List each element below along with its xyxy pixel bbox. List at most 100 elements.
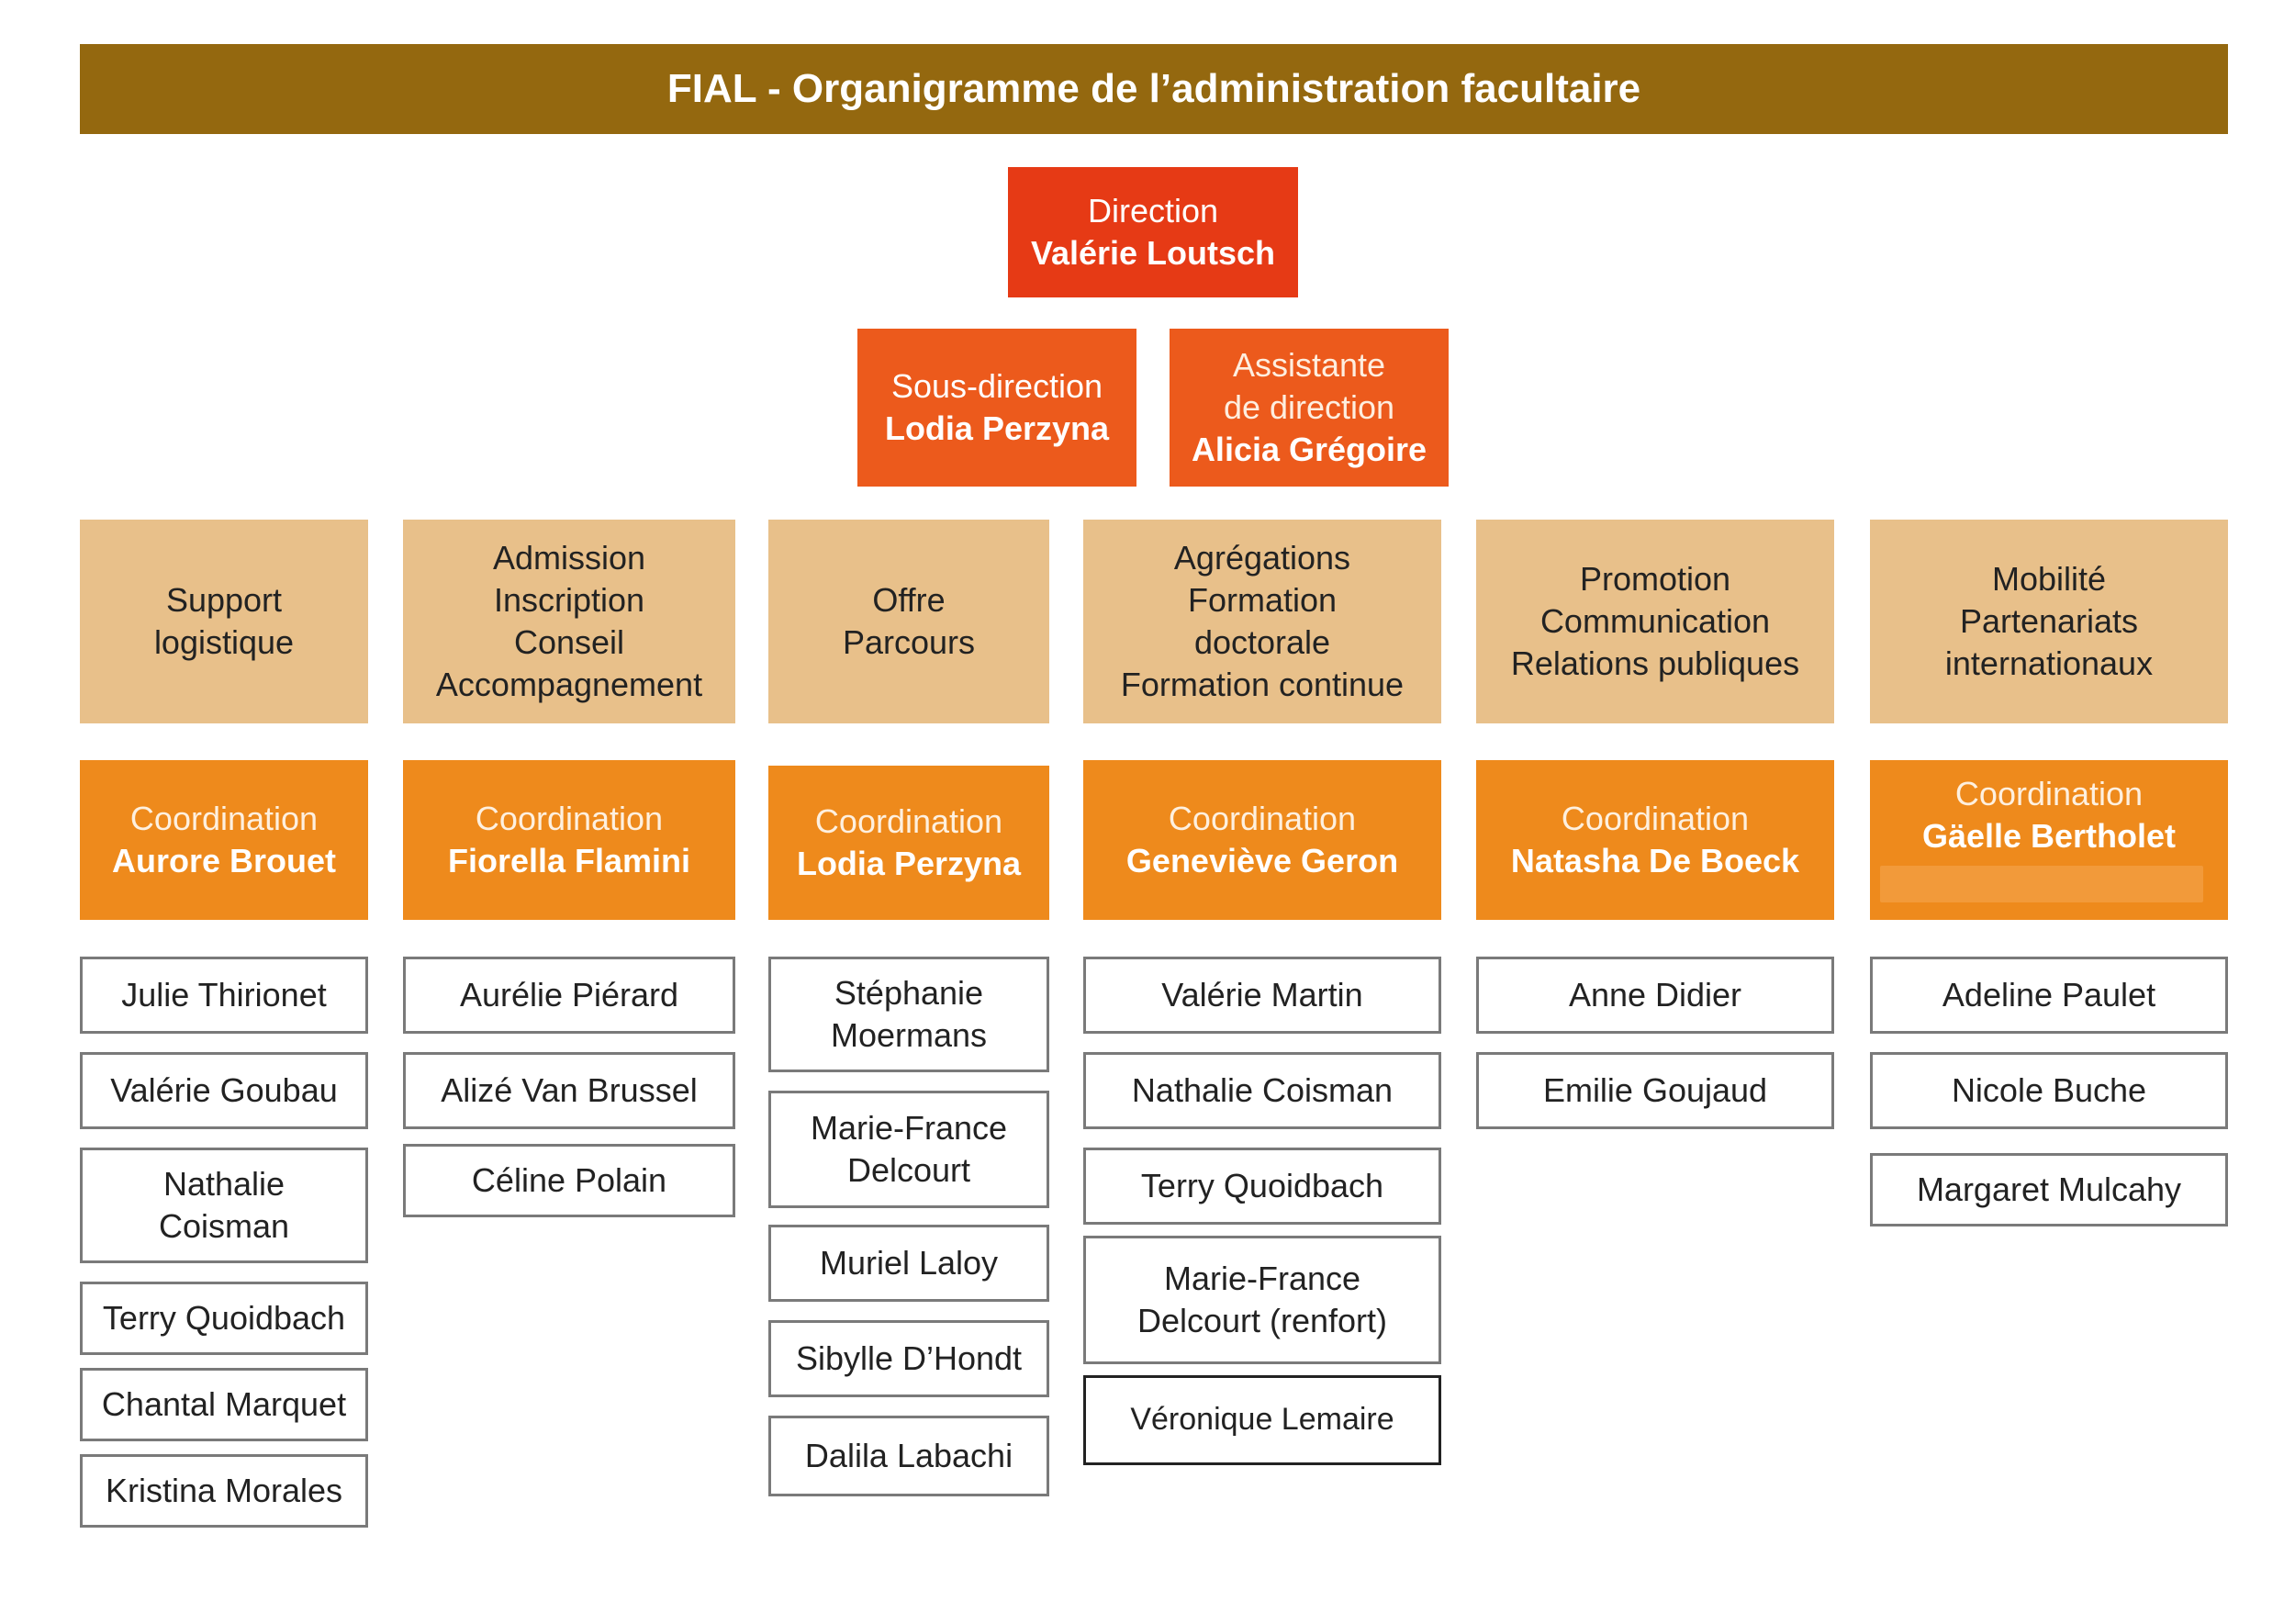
coordination-name: Fiorella Flamini	[447, 842, 691, 879]
dept-header-1: Admission Inscription Conseil Accompagne…	[403, 520, 735, 723]
member-name: Moermans	[830, 1016, 988, 1054]
sub-direction-box: Sous-direction Lodia Perzyna	[857, 329, 1136, 487]
dept-line: Formation continue	[1120, 666, 1405, 704]
chart-title: FIAL - Organigramme de l’administration …	[666, 65, 1641, 111]
coordination-name: Geneviève Geron	[1125, 842, 1399, 879]
member-name: Aurélie Piérard	[459, 975, 679, 1014]
member-box: Nathalie Coisman	[80, 1148, 368, 1263]
member-box: Marie-France Delcourt	[768, 1091, 1049, 1208]
member-name: Marie-France	[810, 1108, 1008, 1147]
chart-title-bar: FIAL - Organigramme de l’administration …	[80, 44, 2228, 134]
member-name: Sibylle D’Hondt	[795, 1338, 1023, 1377]
highlight-patch	[1880, 866, 2203, 902]
coordination-box-3: Coordination Geneviève Geron	[1083, 760, 1441, 920]
member-name: Dalila Labachi	[804, 1436, 1013, 1474]
dept-line: Accompagnement	[435, 666, 703, 704]
dept-line: doctorale	[1193, 623, 1331, 661]
dept-line: Communication	[1539, 601, 1771, 640]
member-name: Véronique Lemaire	[1130, 1402, 1394, 1438]
dept-line: Agrégations	[1173, 538, 1351, 577]
member-name: Marie-France	[1163, 1259, 1361, 1297]
member-name: Anne Didier	[1568, 975, 1742, 1014]
coordination-box-0: Coordination Aurore Brouet	[80, 760, 368, 920]
dept-line: Mobilité	[1991, 559, 2107, 598]
member-box: Aurélie Piérard	[403, 957, 735, 1034]
member-name: Terry Quoidbach	[1140, 1166, 1384, 1204]
member-box: Nathalie Coisman	[1083, 1052, 1441, 1129]
coordination-name: Lodia Perzyna	[796, 845, 1022, 882]
assistant-name: Alicia Grégoire	[1191, 431, 1427, 469]
direction-label: Direction	[1087, 191, 1219, 230]
member-name: Nathalie Coisman	[1131, 1070, 1394, 1109]
dept-line: Relations publiques	[1510, 644, 1800, 683]
member-box: Marie-France Delcourt (renfort)	[1083, 1236, 1441, 1364]
member-name: Muriel Laloy	[819, 1243, 999, 1282]
member-box: Sibylle D’Hondt	[768, 1320, 1049, 1397]
member-name: Alizé Van Brussel	[441, 1070, 698, 1109]
dept-line: Inscription	[493, 580, 645, 619]
member-name: Kristina Morales	[105, 1471, 343, 1509]
coordination-box-2: Coordination Lodia Perzyna	[768, 766, 1049, 920]
coordination-name: Aurore Brouet	[111, 842, 337, 879]
dept-line: Partenariats	[1959, 601, 2139, 640]
direction-name: Valérie Loutsch	[1030, 234, 1276, 272]
member-box: Dalila Labachi	[768, 1416, 1049, 1496]
member-box: Kristina Morales	[80, 1454, 368, 1528]
dept-header-0: Support logistique	[80, 520, 368, 723]
dept-line: Support	[165, 580, 283, 619]
dept-line: Conseil	[513, 623, 625, 661]
member-box: Véronique Lemaire	[1083, 1375, 1441, 1465]
member-name: Delcourt	[846, 1151, 971, 1189]
member-name: Emilie Goujaud	[1542, 1070, 1768, 1109]
member-box: Muriel Laloy	[768, 1225, 1049, 1302]
coordination-name: Natasha De Boeck	[1510, 842, 1800, 879]
coordination-box-4: Coordination Natasha De Boeck	[1476, 760, 1834, 920]
member-box: Emilie Goujaud	[1476, 1052, 1834, 1129]
coordination-label: Coordination	[129, 799, 319, 837]
member-box: Nicole Buche	[1870, 1052, 2228, 1129]
dept-header-5: Mobilité Partenariats internationaux	[1870, 520, 2228, 723]
dept-line: Formation	[1187, 580, 1338, 619]
coordination-label: Coordination	[1168, 799, 1357, 837]
member-box: Margaret Mulcahy	[1870, 1153, 2228, 1226]
coordination-label: Coordination	[1954, 775, 2144, 812]
member-box: Stéphanie Moermans	[768, 957, 1049, 1072]
member-box: Valérie Martin	[1083, 957, 1441, 1034]
member-name: Delcourt (renfort)	[1136, 1302, 1388, 1339]
member-name: Nicole Buche	[1951, 1070, 2147, 1109]
coordination-label: Coordination	[814, 801, 1003, 840]
member-box: Alizé Van Brussel	[403, 1052, 735, 1129]
dept-line: Promotion	[1579, 559, 1731, 598]
dept-line: internationaux	[1944, 644, 2154, 683]
dept-line: Parcours	[842, 623, 976, 661]
member-name: Nathalie	[162, 1164, 285, 1203]
member-box: Terry Quoidbach	[1083, 1148, 1441, 1225]
coordination-label: Coordination	[475, 799, 664, 837]
assistant-box: Assistante de direction Alicia Grégoire	[1170, 329, 1449, 487]
sub-direction-label: Sous-direction	[890, 366, 1103, 405]
dept-line: Admission	[492, 538, 646, 577]
member-box: Adeline Paulet	[1870, 957, 2228, 1034]
direction-box: Direction Valérie Loutsch	[1008, 167, 1298, 297]
member-name: Coisman	[158, 1207, 290, 1245]
dept-header-4: Promotion Communication Relations publiq…	[1476, 520, 1834, 723]
member-name: Julie Thirionet	[121, 975, 327, 1014]
assistant-label-line2: de direction	[1223, 387, 1395, 426]
dept-header-3: Agrégations Formation doctorale Formatio…	[1083, 520, 1441, 723]
assistant-label-line1: Assistante	[1232, 345, 1386, 384]
member-box: Anne Didier	[1476, 957, 1834, 1034]
member-name: Céline Polain	[471, 1160, 667, 1199]
member-name: Adeline Paulet	[1942, 975, 2156, 1014]
member-name: Chantal Marquet	[101, 1384, 347, 1423]
member-name: Valérie Goubau	[110, 1070, 338, 1109]
dept-line: Offre	[872, 580, 946, 619]
coordination-name: Gäelle Bertholet	[1921, 817, 2177, 856]
coordination-label: Coordination	[1561, 799, 1750, 837]
dept-header-2: Offre Parcours	[768, 520, 1049, 723]
member-box: Valérie Goubau	[80, 1052, 368, 1129]
member-box: Terry Quoidbach	[80, 1282, 368, 1355]
member-box: Céline Polain	[403, 1144, 735, 1217]
member-name: Valérie Martin	[1161, 975, 1363, 1014]
member-box: Julie Thirionet	[80, 957, 368, 1034]
dept-line: logistique	[153, 623, 295, 661]
